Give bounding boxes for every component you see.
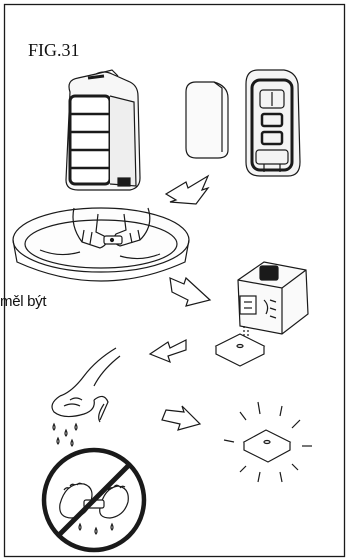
step-arrow-1 (166, 176, 208, 204)
step-arrow-4 (162, 406, 200, 430)
step-arrow-2 (170, 278, 210, 306)
step-arrow-3 (150, 340, 186, 362)
remote-case-icon (66, 70, 140, 190)
figure-label: FIG.31 (28, 40, 80, 60)
remote-housing-open-icon (246, 70, 300, 176)
washing-in-basin-icon (13, 208, 189, 281)
remote-cover-icon (186, 82, 228, 158)
no-stepping-prohibited-icon (44, 450, 144, 550)
drying-hands-drip-icon (52, 348, 120, 446)
overflow-text: měl být (0, 293, 47, 310)
glue-dispenser-icon (238, 262, 309, 349)
shiny-clean-device-icon (224, 402, 312, 482)
device-pad-icon (216, 334, 264, 366)
